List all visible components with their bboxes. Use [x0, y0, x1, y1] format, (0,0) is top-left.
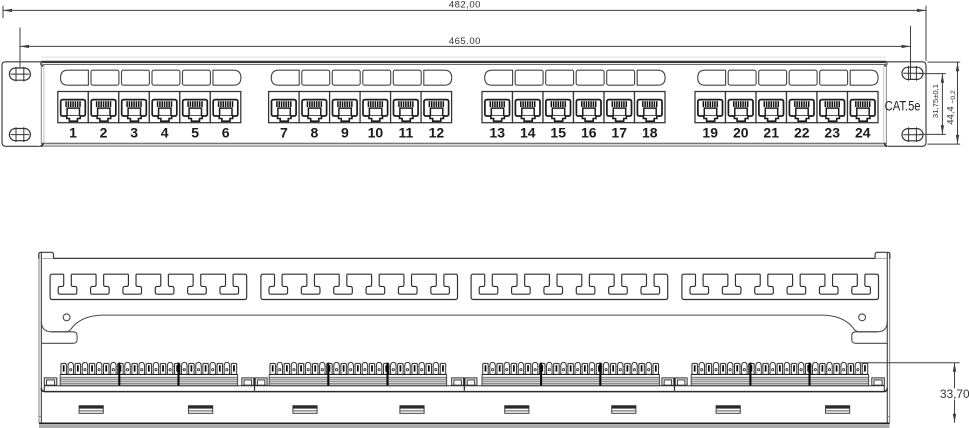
svg-text:1: 1	[69, 125, 77, 141]
svg-text:33,70: 33,70	[940, 387, 969, 401]
svg-text:24: 24	[855, 125, 871, 141]
svg-text:9: 9	[341, 125, 349, 141]
svg-text:20: 20	[733, 125, 749, 141]
svg-text:12: 12	[429, 125, 445, 141]
svg-text:21: 21	[763, 125, 779, 141]
svg-text:10: 10	[368, 125, 384, 141]
svg-text:23: 23	[824, 125, 840, 141]
svg-text:3: 3	[130, 125, 138, 141]
svg-text:13: 13	[489, 125, 505, 141]
svg-text:31,75±0,1: 31,75±0,1	[931, 84, 940, 118]
svg-text:14: 14	[520, 125, 536, 141]
svg-text:465.00: 465.00	[449, 36, 481, 47]
svg-text:17: 17	[611, 125, 627, 141]
svg-text:16: 16	[581, 125, 597, 141]
svg-text:44,4 −0,2: 44,4 −0,2	[945, 90, 957, 125]
svg-text:CAT.5e: CAT.5e	[885, 98, 921, 113]
svg-text:4: 4	[161, 125, 169, 141]
svg-text:5: 5	[191, 125, 199, 141]
svg-text:19: 19	[702, 125, 718, 141]
svg-text:6: 6	[222, 125, 230, 141]
svg-text:8: 8	[311, 125, 319, 141]
svg-text:2: 2	[100, 125, 108, 141]
svg-text:7: 7	[280, 125, 288, 141]
svg-text:18: 18	[642, 125, 658, 141]
svg-text:482,00: 482,00	[449, 0, 481, 11]
svg-text:22: 22	[794, 125, 810, 141]
svg-text:11: 11	[398, 125, 413, 141]
svg-text:15: 15	[550, 125, 566, 141]
